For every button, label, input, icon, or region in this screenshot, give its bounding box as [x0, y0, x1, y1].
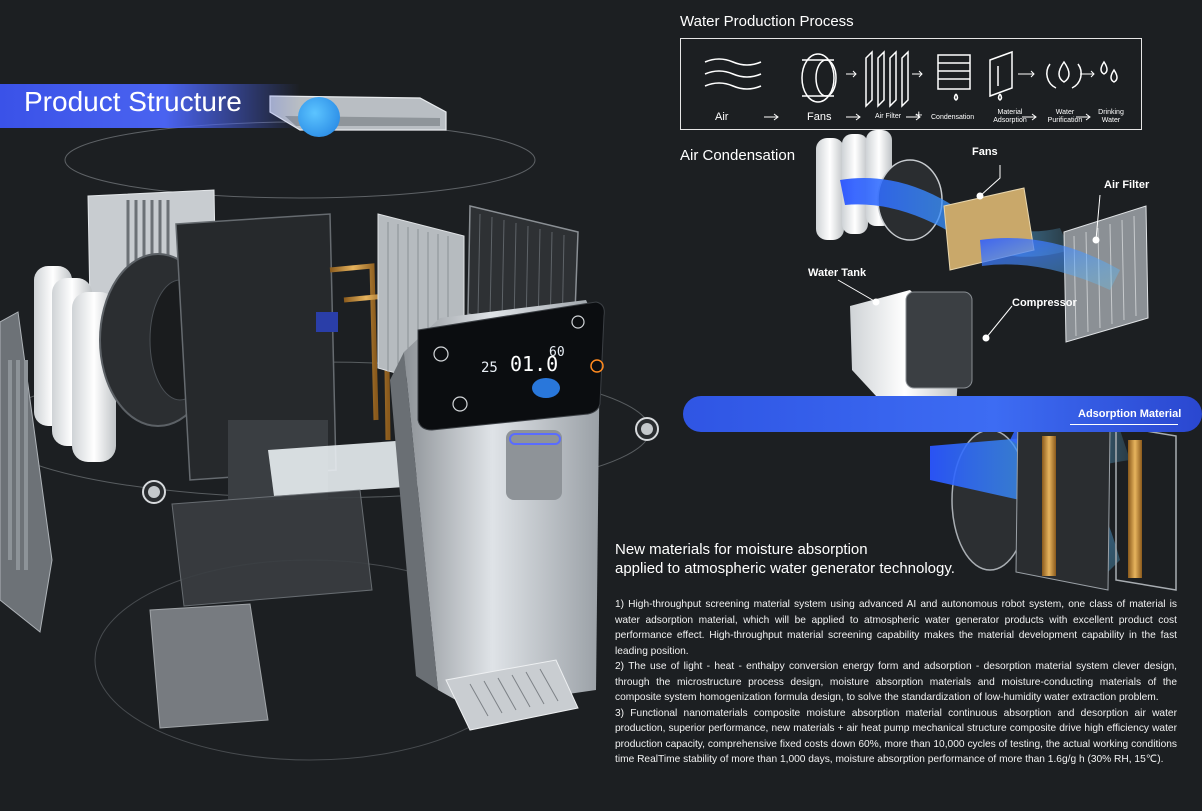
step-label-material-adsorption: Material Adsorption	[993, 109, 1027, 124]
left-panel-grille	[8, 360, 28, 570]
step-label-drinking-water: Drinking Water	[1098, 109, 1124, 124]
adsorption-copper-coils	[1042, 436, 1142, 578]
exploded-product-view	[0, 95, 659, 761]
callout-water-tank: Water Tank	[808, 267, 867, 279]
step-label-water-purification: Water Purification	[1047, 109, 1083, 124]
step-label-fans: Fans	[807, 111, 832, 123]
air-condensation-title: Air Condensation	[680, 147, 796, 164]
step-label-air-filter: Air Filter	[875, 113, 902, 120]
adsorption-frame	[1115, 425, 1177, 591]
plus-sign: +	[915, 107, 923, 122]
condensation-coil-icon	[937, 54, 971, 101]
new-materials-title: New materials for moisture absorption ap…	[615, 540, 995, 578]
blue-orb-icon	[298, 97, 340, 137]
air-waves-icon	[704, 58, 762, 90]
orbit-node-right-core	[641, 423, 653, 435]
callout-air-filter: Air Filter	[1104, 179, 1150, 191]
paragraph-2: 2) The use of light - heat - enthalpy co…	[615, 661, 1177, 703]
callout-adsorption-material: Adsorption Material	[1078, 408, 1182, 420]
callout-fans: Fans	[972, 146, 998, 158]
display-center-value: 01.0	[510, 352, 559, 376]
process-arrows	[764, 70, 1095, 121]
step-label-condensation: Condensation	[931, 114, 975, 121]
section-divider-bar	[683, 396, 1202, 432]
product-structure-banner	[0, 84, 300, 128]
air-condensation-diagram	[816, 130, 1149, 466]
new-materials-title-line2: applied to atmospheric water generator t…	[615, 560, 955, 577]
condensation-copper	[928, 244, 960, 300]
panel-icons	[433, 315, 585, 412]
condensation-compressor	[905, 291, 973, 389]
drip-tray-grid	[469, 668, 559, 717]
paragraph-1: 1) High-throughput screening material sy…	[615, 599, 1177, 657]
water-production-box: Air Fans Air Filter + Condensation Mater…	[680, 38, 1142, 130]
paragraph-3: 3) Functional nanomaterials composite mo…	[615, 707, 1177, 766]
housing-shadow	[390, 352, 438, 690]
new-materials-body: 1) High-throughput screening material sy…	[615, 597, 1177, 768]
base-tray	[149, 603, 269, 729]
display-temperature: 25	[481, 360, 498, 376]
product-structure-title: Product Structure	[24, 86, 242, 117]
process-icons	[704, 50, 1118, 121]
airflow-stream-2	[980, 238, 1120, 290]
display-right-value: 60	[549, 345, 565, 360]
callout-underline	[1070, 424, 1178, 425]
new-materials-title-line1: New materials for moisture absorption	[615, 541, 868, 558]
water-production-title: Water Production Process	[680, 13, 854, 30]
adsorption-module	[1015, 411, 1111, 591]
dispenser-nozzle	[506, 430, 562, 500]
orbit-node-left-core	[148, 486, 160, 498]
water-drop-button	[532, 378, 560, 398]
purification-icon	[1046, 60, 1082, 89]
water-drops-icon	[1100, 60, 1118, 83]
valve-blue	[316, 312, 338, 332]
adsorption-diagram	[930, 411, 1177, 591]
fan-icon	[801, 53, 837, 103]
power-icon	[590, 359, 604, 373]
bottom-tank	[171, 489, 373, 607]
callout-compressor: Compressor	[1012, 297, 1077, 309]
inner-water-tank	[268, 440, 418, 496]
air-filter-icon	[865, 50, 909, 108]
orbit-ring-top	[64, 121, 536, 199]
adsorption-panel-icon	[989, 50, 1013, 101]
nozzle-glow	[509, 433, 561, 445]
step-label-air: Air	[715, 111, 729, 123]
